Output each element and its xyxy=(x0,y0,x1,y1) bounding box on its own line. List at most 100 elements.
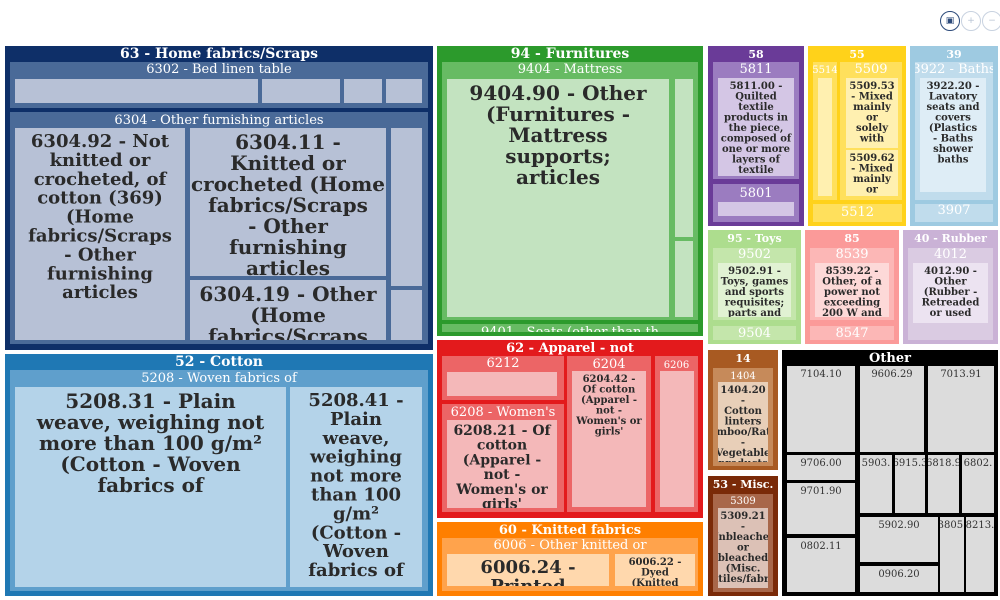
treemap-leaf[interactable] xyxy=(913,263,988,323)
leaf-label: 9502.91 - xyxy=(728,266,781,277)
subgroup-label: 9404 - Mattress xyxy=(518,62,623,77)
subgroup-label: 3922 - Baths xyxy=(912,62,995,77)
leaf-label: 6006.24 - xyxy=(480,557,575,578)
leaf-label: weighing xyxy=(309,447,402,468)
group-label: 62 - Apparel - not xyxy=(506,341,634,356)
leaf-label: 8539.22 - xyxy=(826,266,879,277)
treemap-subgroup[interactable] xyxy=(442,324,698,332)
leaf-label: (Knitted xyxy=(631,578,678,589)
leaf-label: 5509.53 xyxy=(849,81,894,92)
group-label: 52 - Cotton xyxy=(175,354,263,370)
treemap-leaf[interactable] xyxy=(660,371,694,507)
zoom-out-icon[interactable]: − xyxy=(982,11,1000,31)
leaf-label: fabrics of xyxy=(97,473,204,497)
treemap-leaf[interactable] xyxy=(572,371,646,507)
leaf-label: cotton (369) xyxy=(37,188,163,209)
treemap-subgroup[interactable] xyxy=(813,204,902,222)
group-label: 55 xyxy=(849,48,864,61)
leaf-label: furnishing xyxy=(229,235,347,259)
subgroup-label: 8539 xyxy=(835,247,868,262)
group-label: 95 - Toys xyxy=(727,232,781,245)
treemap-leaf[interactable] xyxy=(15,387,286,587)
leaf-label: textiles/fabrics xyxy=(701,574,785,585)
treemap-leaf[interactable] xyxy=(846,78,898,148)
leaf-label: Vegetable xyxy=(715,448,771,459)
treemap-leaf[interactable] xyxy=(262,79,340,103)
treemap-leaf[interactable] xyxy=(895,455,925,513)
treemap-leaf[interactable] xyxy=(787,455,855,480)
group-label: 14 xyxy=(735,352,751,365)
export-icon[interactable]: ▣ xyxy=(940,11,960,31)
leaf-label: 6818.9 xyxy=(926,458,961,469)
treemap-leaf[interactable] xyxy=(860,366,924,452)
treemap-subgroup[interactable] xyxy=(810,326,894,340)
leaf-label: 5903. xyxy=(862,458,891,469)
leaf-label: 8213. xyxy=(966,520,995,531)
group-label: 39 xyxy=(946,48,961,61)
treemap-leaf[interactable] xyxy=(290,387,422,587)
group-label: 85 xyxy=(844,232,859,245)
treemap-leaf[interactable] xyxy=(615,554,695,586)
treemap-leaf[interactable] xyxy=(718,263,791,317)
treemap-leaf[interactable] xyxy=(718,78,794,176)
treemap-leaf[interactable] xyxy=(940,517,964,592)
leaf-label: girls' xyxy=(595,427,624,438)
treemap-leaf[interactable] xyxy=(344,79,382,103)
treemap-leaf[interactable] xyxy=(860,517,938,562)
leaf-label: solely xyxy=(856,123,889,134)
zoom-in-icon[interactable]: + xyxy=(961,11,981,31)
treemap-leaf[interactable] xyxy=(447,372,557,396)
subgroup-label: 8547 xyxy=(835,326,868,341)
leaf-label: 6304.19 - Other xyxy=(199,282,377,306)
leaf-label: cotton xyxy=(477,438,527,454)
treemap-leaf[interactable] xyxy=(447,420,557,508)
leaf-label: 9701.90 xyxy=(800,486,841,497)
leaf-label: Mattress xyxy=(508,123,607,147)
treemap-leaf[interactable] xyxy=(815,263,889,317)
leaf-label: the piece, xyxy=(729,123,784,134)
treemap-subgroup[interactable] xyxy=(915,204,993,222)
treemap-leaf[interactable] xyxy=(391,290,422,340)
treemap-leaf[interactable] xyxy=(675,241,693,317)
treemap-leaf[interactable] xyxy=(928,455,959,513)
treemap-leaf[interactable] xyxy=(928,366,994,452)
treemap-leaf[interactable] xyxy=(190,280,386,340)
treemap-leaf[interactable] xyxy=(675,79,693,237)
treemap-subgroup[interactable] xyxy=(713,326,796,340)
leaf-label: not more xyxy=(310,466,402,487)
leaf-label: 7104.10 xyxy=(800,369,841,380)
treemap-leaf[interactable] xyxy=(447,554,609,586)
treemap-leaf[interactable] xyxy=(787,483,855,534)
leaf-label: 5208.31 - Plain xyxy=(65,389,236,413)
treemap-leaf[interactable] xyxy=(846,150,898,196)
treemap-leaf[interactable] xyxy=(15,128,185,340)
treemap-leaf[interactable] xyxy=(391,128,422,286)
leaf-label: articles xyxy=(246,256,330,280)
treemap-leaf[interactable] xyxy=(860,455,892,513)
leaf-label: Women's or xyxy=(575,416,642,427)
treemap-leaf[interactable] xyxy=(962,455,994,513)
treemap-leaf[interactable] xyxy=(920,78,986,192)
treemap-leaf[interactable] xyxy=(190,128,386,276)
treemap-leaf[interactable] xyxy=(718,382,768,462)
subgroup-label: 5514 xyxy=(812,65,837,76)
leaf-label: (Bamboo/Rattan xyxy=(697,427,790,438)
treemap-leaf[interactable] xyxy=(818,78,832,196)
leaf-label: seats and xyxy=(927,102,980,113)
treemap-leaf[interactable] xyxy=(966,517,994,592)
treemap-leaf[interactable] xyxy=(787,366,855,452)
subgroup-label: 6304 - Other furnishing articles xyxy=(114,113,323,128)
treemap-leaf[interactable] xyxy=(787,538,855,592)
treemap-leaf[interactable] xyxy=(718,508,768,588)
leaf-label: composed of xyxy=(721,134,792,145)
treemap-leaf[interactable] xyxy=(447,79,669,317)
treemap-leaf[interactable] xyxy=(386,79,422,103)
treemap-leaf[interactable] xyxy=(15,79,258,103)
leaf-label: or xyxy=(866,185,879,196)
treemap-leaf[interactable] xyxy=(718,202,794,216)
leaf-label: than 100 xyxy=(311,485,401,506)
leaf-label: Of cotton xyxy=(583,385,636,396)
treemap-leaf[interactable] xyxy=(860,566,938,592)
subgroup-label: 5801 xyxy=(739,186,772,201)
leaf-label: - xyxy=(741,438,745,449)
